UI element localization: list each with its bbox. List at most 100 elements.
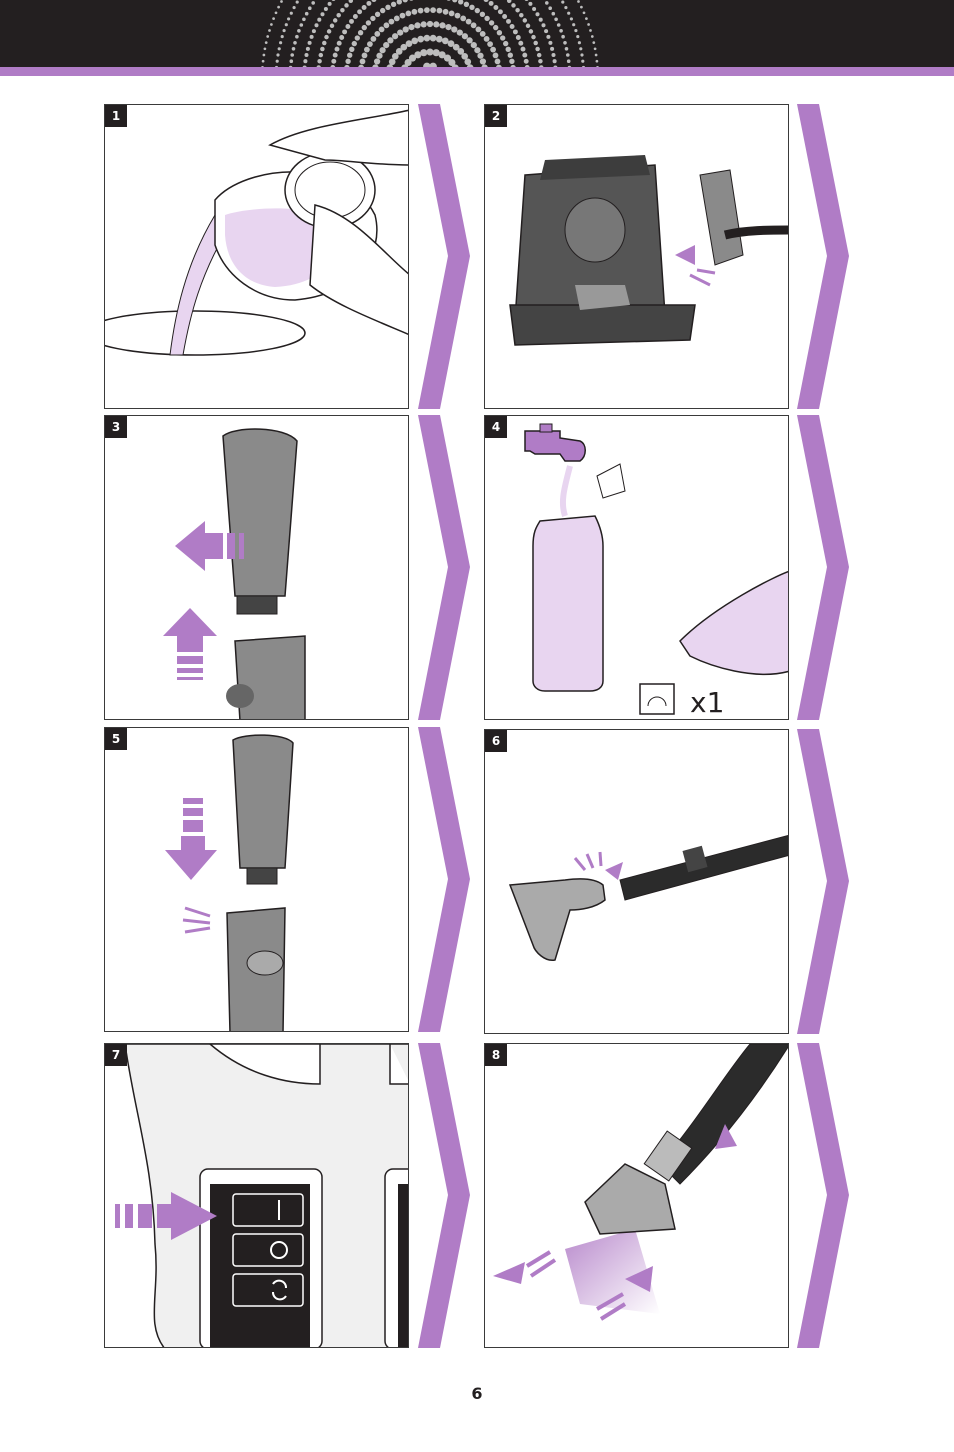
header-dot: [528, 2, 532, 6]
header-dot: [509, 59, 514, 64]
header-dot: [475, 8, 480, 13]
header-dot: [424, 7, 430, 13]
header-dot: [507, 0, 511, 3]
header-dot: [581, 60, 584, 63]
header-dot: [502, 14, 507, 19]
header-dot: [535, 47, 539, 51]
header-dot: [283, 29, 286, 32]
header-dot: [406, 11, 412, 17]
step-number: 5: [105, 728, 127, 750]
header-dot: [566, 53, 570, 57]
header-dot: [387, 37, 393, 43]
header-dot: [511, 3, 515, 7]
header-dot: [335, 47, 340, 52]
attach-hose-illustration: [485, 105, 789, 409]
header-dot: [548, 41, 552, 45]
header-dot: [474, 47, 480, 53]
header-dot: [533, 41, 537, 45]
header-dot: [437, 8, 443, 14]
header-dot: [409, 0, 414, 1]
header-dot: [565, 47, 569, 51]
header-dot: [508, 53, 513, 58]
header-dot: [384, 22, 390, 28]
header-dot: [513, 29, 518, 34]
header-dot: [524, 0, 528, 1]
header-dot: [367, 41, 373, 47]
header-dot: [320, 12, 324, 16]
header-dot: [308, 6, 312, 10]
header-dot: [544, 29, 548, 33]
header-dot: [495, 59, 501, 65]
step-number: 6: [485, 730, 507, 752]
header-dot: [366, 20, 371, 25]
header-dot: [275, 11, 278, 14]
header-dot: [561, 35, 565, 39]
step-panel-8: 8: [484, 1043, 789, 1348]
header-dot: [345, 59, 350, 64]
header-dot: [420, 49, 427, 56]
fill-tank-illustration: [485, 416, 789, 720]
header-dot: [376, 53, 382, 59]
header-dot: [559, 29, 563, 33]
header-dot: [331, 59, 336, 64]
header-dot: [380, 8, 385, 13]
header-dot: [374, 58, 380, 64]
header-dot: [347, 53, 352, 58]
header-dot: [357, 9, 362, 14]
step-number: 8: [485, 1044, 507, 1066]
header-dot: [484, 16, 489, 21]
header-dot: [304, 53, 308, 57]
header-dot: [427, 21, 433, 27]
step-panel-6: 6: [484, 729, 789, 1034]
header-dot: [591, 35, 594, 38]
header-dot: [466, 19, 472, 25]
header-dot: [580, 53, 583, 56]
header-dot: [397, 29, 403, 35]
header-dot: [374, 31, 380, 37]
step-number: 1: [105, 105, 127, 127]
step-panel-5: 5: [104, 727, 409, 1032]
header-dot: [572, 23, 575, 26]
header-dot: [314, 23, 318, 27]
header-dot: [349, 0, 353, 3]
header-dot: [414, 22, 420, 28]
header-dot: [578, 41, 581, 44]
header-dot: [408, 24, 414, 30]
step-number: 3: [105, 416, 127, 438]
header-dot: [538, 59, 542, 63]
header-dot: [345, 24, 350, 29]
step-panel-2: 2: [484, 104, 789, 409]
header-dot: [430, 35, 437, 42]
step-arrow-chevron: [797, 729, 849, 1034]
header-dot: [276, 60, 279, 63]
step-arrow-chevron: [797, 1043, 849, 1348]
header-dot: [418, 8, 424, 14]
header-dot: [516, 35, 521, 40]
header-dot: [397, 0, 402, 4]
header-dot: [466, 37, 472, 43]
header-dot: [362, 5, 367, 10]
header-dot: [263, 54, 266, 57]
header-dot: [337, 41, 342, 46]
header-dot: [436, 36, 443, 43]
header-dot: [589, 29, 592, 32]
header-dot: [443, 9, 449, 15]
header-dot: [389, 19, 395, 25]
header-dot: [548, 6, 552, 10]
header-dot: [498, 9, 503, 14]
header-dot: [328, 2, 332, 6]
step-panel-4: 4 x1: [484, 415, 789, 720]
header-dot: [290, 53, 294, 57]
header-dot: [290, 59, 294, 63]
header-dot: [344, 3, 348, 7]
header-dot: [278, 47, 281, 50]
header-dot: [319, 53, 323, 57]
step-arrow-chevron: [418, 415, 470, 720]
header-dot: [596, 60, 599, 63]
header-dot: [490, 47, 496, 53]
header-dot: [279, 41, 282, 44]
step-number: 2: [485, 105, 507, 127]
header-dot: [426, 48, 433, 55]
header-dot: [383, 42, 389, 48]
header-dot: [270, 23, 273, 26]
